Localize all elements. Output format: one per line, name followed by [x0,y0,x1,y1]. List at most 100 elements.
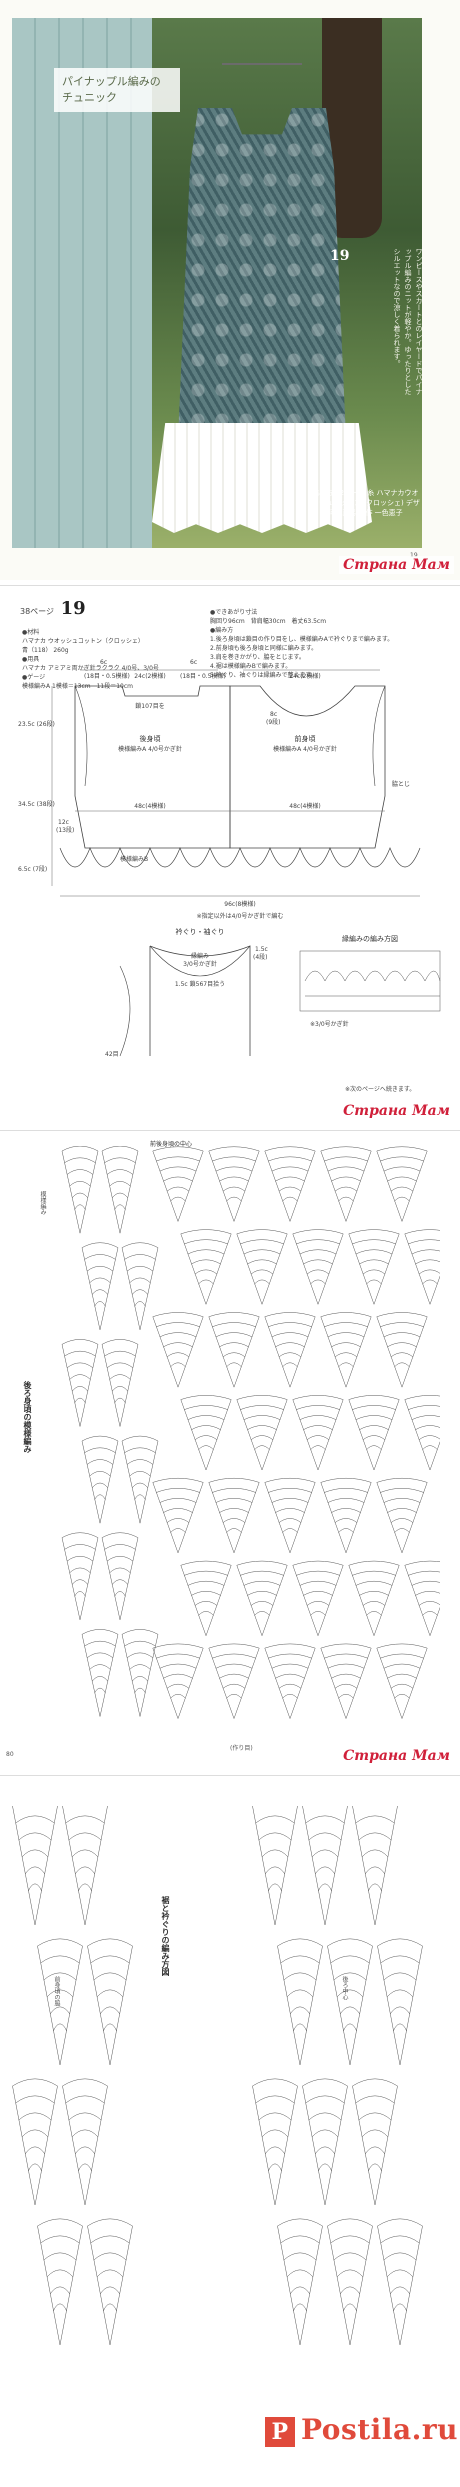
dim-hem-label: 模様編みB [120,855,148,863]
pineapple-motif [152,1146,204,1223]
description-text: ワンピースやスカートとのレイヤードでパイナップル編みのニットが軽やか。ゆったりと… [393,248,422,395]
dim-width-front: 48c(4模様) [289,802,320,810]
pineapple-motif [152,1643,204,1720]
edging-note: ※3/0号かぎ針 [310,1020,349,1028]
pineapple-motif [264,1643,316,1720]
materials-list: ●材料 ハマナカ ウオッシュコットン（クロッシェ） 青（118） 260g ●用… [22,629,159,690]
pineapple-motif [376,1477,428,1554]
pineapple-motif [121,1629,159,1717]
pineapple-motif [152,1477,204,1554]
photo-title-line2: チュニック [62,91,117,104]
page-number: 19 [410,552,418,559]
dim-top-left-rows: (18目・0.5模様) [84,672,130,680]
pineapple-motif [264,1477,316,1554]
pineapple-motif [87,1938,133,2066]
pineapple-motif [292,1395,344,1471]
pineapple-motif [101,1532,139,1620]
pineapple-motif [236,1560,288,1637]
pineapple-motif [327,1938,373,2066]
side-seam-label: 脇とじ [392,781,410,788]
dim-top-left: 6c [100,659,107,666]
pineapple-motif [61,1146,99,1234]
chart-2-note-left: 前身頃の脇 [53,1976,60,2006]
photo-page: パイナップル編みの チュニック 19 ワンピースやスカートとのレイヤードでパイナ… [0,0,460,580]
garment-photo: パイナップル編みの チュニック 19 ワンピースやスカートとのレイヤードでパイナ… [12,18,422,548]
pineapple-motif [327,2218,373,2346]
pineapple-motif [302,1806,348,1926]
neck-arm: 1.5c [255,946,268,953]
chart-1-side-note: 模様編み [39,1191,46,1215]
pineapple-motif [404,1229,440,1306]
photo-title: パイナップル編みの チュニック [54,68,180,112]
arm-detail-curve [119,965,131,1057]
pineapple-motif [348,1560,400,1637]
chart-1-bottom-label: (作り目) [230,1745,253,1752]
stitch-chart-hem [12,1806,423,2346]
front-body-outline [229,685,386,849]
pineapple-motif [37,2218,83,2346]
pineapple-motif [62,2078,108,2206]
instructions-list: ●できあがり寸法 胸回り96cm 背肩幅30cm 着丈63.5cm ●編み方 1… [210,609,394,679]
pineapple-motif [62,1806,108,1926]
page-ref: 38ページ [20,607,55,616]
pineapple-motif [252,2078,298,2206]
front-body-label: 前身頃 [295,734,316,743]
chart-2-title: 裾と衿ぐりの編み方図 [161,1896,170,1976]
neck-detail-curve [149,945,251,977]
pineapple-motif [320,1146,372,1223]
dim-hem-total: 96c(8模様) [224,900,255,908]
garment-schematic: 後身頃 模様編みA 4/0号かぎ針 前身頃 模様編みA 4/0号かぎ針 6c (… [18,659,441,1093]
front-armhole [372,685,386,787]
pineapple-motif [320,1477,372,1554]
pineapple-motif [376,1312,428,1388]
pineapple-tunic [178,108,346,438]
pineapple-motif [152,1312,204,1388]
pineapple-motif [404,1395,440,1471]
chart-page-1: 後ろ身頃の模様編み 模様編み 前後身頃の中心 (作り目) 80 Страна М… [0,1130,460,1771]
pineapple-motif [264,1146,316,1223]
pineapple-motif [252,1806,298,1926]
pineapple-motif [320,1312,372,1388]
pattern-page: 38ページ 19 ●材料 ハマナカ ウオッシュコットン（クロッシェ） 青（118… [0,585,460,1126]
pineapple-motif [121,1435,159,1524]
chart-1-top-label: 前後身頃の中心 [150,1141,193,1148]
pineapple-motif [61,1532,99,1620]
hanger [222,63,302,65]
pineapple-motif [81,1629,119,1717]
page-number: 80 [6,1751,14,1758]
pineapple-motif [12,2078,58,2206]
pineapple-motif [404,1560,440,1637]
neck-sub2: 3/0号かぎ針 [183,960,217,968]
pineapple-motif [61,1339,99,1427]
neck-chain: 1.5c 鎖567目拾う [175,980,225,988]
neck-detail-outline [149,945,251,1056]
pineapple-motif [277,1938,323,2066]
dim-arm: 12c [58,819,69,826]
watermark: Страна Мам [339,1102,454,1120]
photo-caption: 編み方 42ページ 糸 ハマナカウオッシュコットン (クロッシェ) デザイン 河… [312,489,420,517]
pineapple-motif [12,1806,58,1926]
model-number: 19 [330,248,350,264]
stitch-chart-back [61,1146,440,1720]
pineapple-motif [87,2218,133,2346]
dim-height-upper: 23.5c (26段) [18,720,55,728]
pattern-number: 19 [60,598,86,619]
pineapple-motif [352,1806,398,1926]
pineapple-motif [292,1560,344,1637]
dim-height-lower: 34.5c (38段) [18,800,55,808]
pineapple-motif [208,1643,260,1720]
pineapple-motif [180,1229,232,1306]
neck-title: 衿ぐり・袖ぐり [176,927,225,936]
dim-neck-back: 24c(2模様) [134,672,165,680]
dim-arm-rows: (13段) [56,826,74,834]
pattern-header: 38ページ 19 [20,598,90,619]
neck-sub1: 縁編み [191,952,209,960]
front-body-sub: 模様編みA 4/0号かぎ針 [273,745,337,753]
pineapple-motif [264,1312,316,1388]
dim-top-right-rows: (18目・0.5模様) [180,672,226,680]
pineapple-motif [208,1312,260,1388]
pineapple-motif [121,1242,159,1330]
pineapple-motif [352,2078,398,2206]
